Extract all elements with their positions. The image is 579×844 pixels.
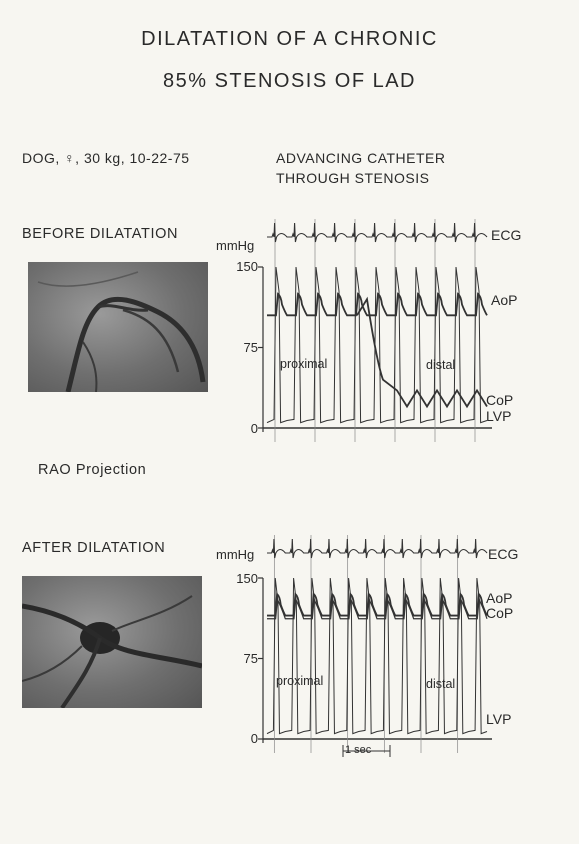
after-tick-0: 0 (250, 731, 258, 746)
aop-trace (267, 592, 488, 617)
angiogram-before-image (28, 262, 208, 392)
before-tick-0: 0 (250, 421, 258, 436)
before-label-distal: distal (426, 358, 456, 372)
after-label-aop: AoP (486, 590, 513, 606)
projection-label: RAO Projection (38, 462, 147, 478)
before-label-aop: AoP (491, 292, 518, 308)
cop-trace (267, 597, 488, 620)
after-label-distal: distal (426, 677, 456, 691)
after-tick-75: 75 (243, 651, 258, 666)
aop-trace (267, 292, 488, 317)
before-pressure-tracing (258, 219, 492, 442)
angiogram-after-image (22, 576, 202, 708)
after-label-proximal: proximal (276, 674, 324, 688)
figure-title-line2: 85% STENOSIS OF LAD (162, 70, 416, 92)
before-label-cop: CoP (486, 392, 514, 408)
after-label-lvp: LVP (486, 711, 512, 727)
before-heading: BEFORE DILATATION (22, 226, 179, 242)
lvp-trace (266, 266, 488, 424)
before-label-proximal: proximal (280, 357, 328, 371)
before-tick-150: 150 (236, 259, 258, 274)
subject-info: DOG, ♀, 30 kg, 10-22-75 (22, 150, 190, 166)
after-heading: AFTER DILATATION (22, 540, 166, 556)
procedure-line2: THROUGH STENOSIS (276, 170, 430, 186)
lvp-trace (266, 577, 488, 735)
procedure-line1: ADVANCING CATHETER (276, 150, 446, 166)
timescale-label: 1 sec (345, 744, 372, 756)
after-label-cop: CoP (486, 605, 514, 621)
after-tick-150: 150 (236, 571, 258, 586)
cop-trace (356, 296, 488, 409)
ecg-trace (267, 222, 488, 243)
before-label-lvp: LVP (486, 408, 512, 424)
after-unit: mmHg (216, 547, 255, 562)
after-pressure-tracing (258, 535, 492, 757)
before-tick-75: 75 (243, 340, 258, 355)
after-label-ecg: ECG (488, 546, 519, 562)
before-unit: mmHg (216, 238, 255, 253)
before-label-ecg: ECG (491, 227, 522, 243)
figure-title-line1: DILATATION OF A CHRONIC (141, 28, 438, 50)
ecg-trace (267, 538, 488, 559)
